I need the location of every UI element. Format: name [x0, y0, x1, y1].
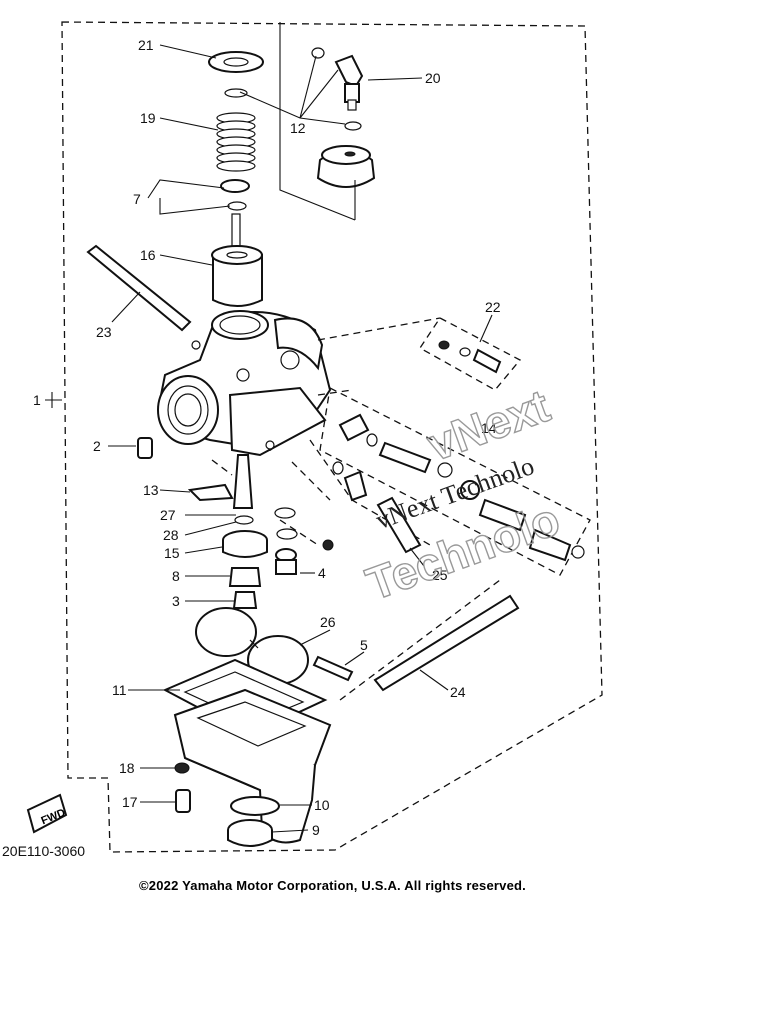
drain-plug-9-10	[227, 796, 280, 847]
label-part-7: 7	[133, 191, 141, 207]
forward-arrow-icon: FWD	[26, 793, 67, 834]
label-part-19: 19	[140, 110, 156, 126]
float-chamber	[162, 658, 332, 844]
label-part-25: 25	[432, 567, 448, 583]
label-part-16: 16	[140, 247, 156, 263]
label-part-1: 1	[33, 392, 41, 408]
drawing-code: 20E110-3060	[2, 843, 85, 859]
label-part-22: 22	[485, 299, 501, 315]
needle-jet-stack	[187, 454, 268, 609]
label-part-17: 17	[122, 794, 138, 810]
label-part-26: 26	[320, 614, 336, 630]
assembly-bracket	[45, 392, 62, 408]
label-part-4: 4	[318, 565, 326, 581]
label-part-24: 24	[450, 684, 466, 700]
part-number-labels: 1 2 3 4 5 7 8 9 10 11 12 13 14 15 16 17 …	[2, 37, 501, 859]
label-part-10: 10	[314, 797, 330, 813]
mixing-chamber-cap	[311, 47, 376, 188]
label-part-15: 15	[164, 545, 180, 561]
drain-hose-24	[373, 594, 520, 692]
label-part-11: 11	[112, 682, 127, 698]
label-part-21: 21	[138, 37, 154, 53]
copyright-notice: ©2022 Yamaha Motor Corporation, U.S.A. A…	[139, 878, 526, 893]
label-part-2: 2	[93, 438, 101, 454]
label-part-28: 28	[163, 527, 179, 543]
label-part-8: 8	[172, 568, 180, 584]
label-part-9: 9	[312, 822, 320, 838]
pilot-screw-22	[438, 340, 502, 374]
fuel-hose-23	[86, 244, 192, 332]
watermark-line-1: vNext	[421, 379, 557, 471]
air-screw-25	[332, 461, 422, 554]
label-part-13: 13	[143, 482, 159, 498]
throttle-valve	[211, 245, 263, 307]
label-part-12: 12	[290, 120, 306, 136]
main-jet-parts	[137, 437, 334, 575]
label-part-5: 5	[360, 637, 368, 653]
leader-lines	[108, 44, 493, 833]
carburetor-body	[157, 310, 332, 457]
label-part-20: 20	[425, 70, 441, 86]
label-part-14: 14	[481, 420, 497, 436]
label-part-23: 23	[96, 324, 112, 340]
assembly-boundary	[61, 21, 603, 853]
starter-plunger-14	[338, 413, 585, 562]
carb-top-cap	[208, 51, 264, 251]
label-part-3: 3	[172, 593, 180, 609]
label-part-27: 27	[160, 507, 176, 523]
label-part-18: 18	[119, 760, 135, 776]
